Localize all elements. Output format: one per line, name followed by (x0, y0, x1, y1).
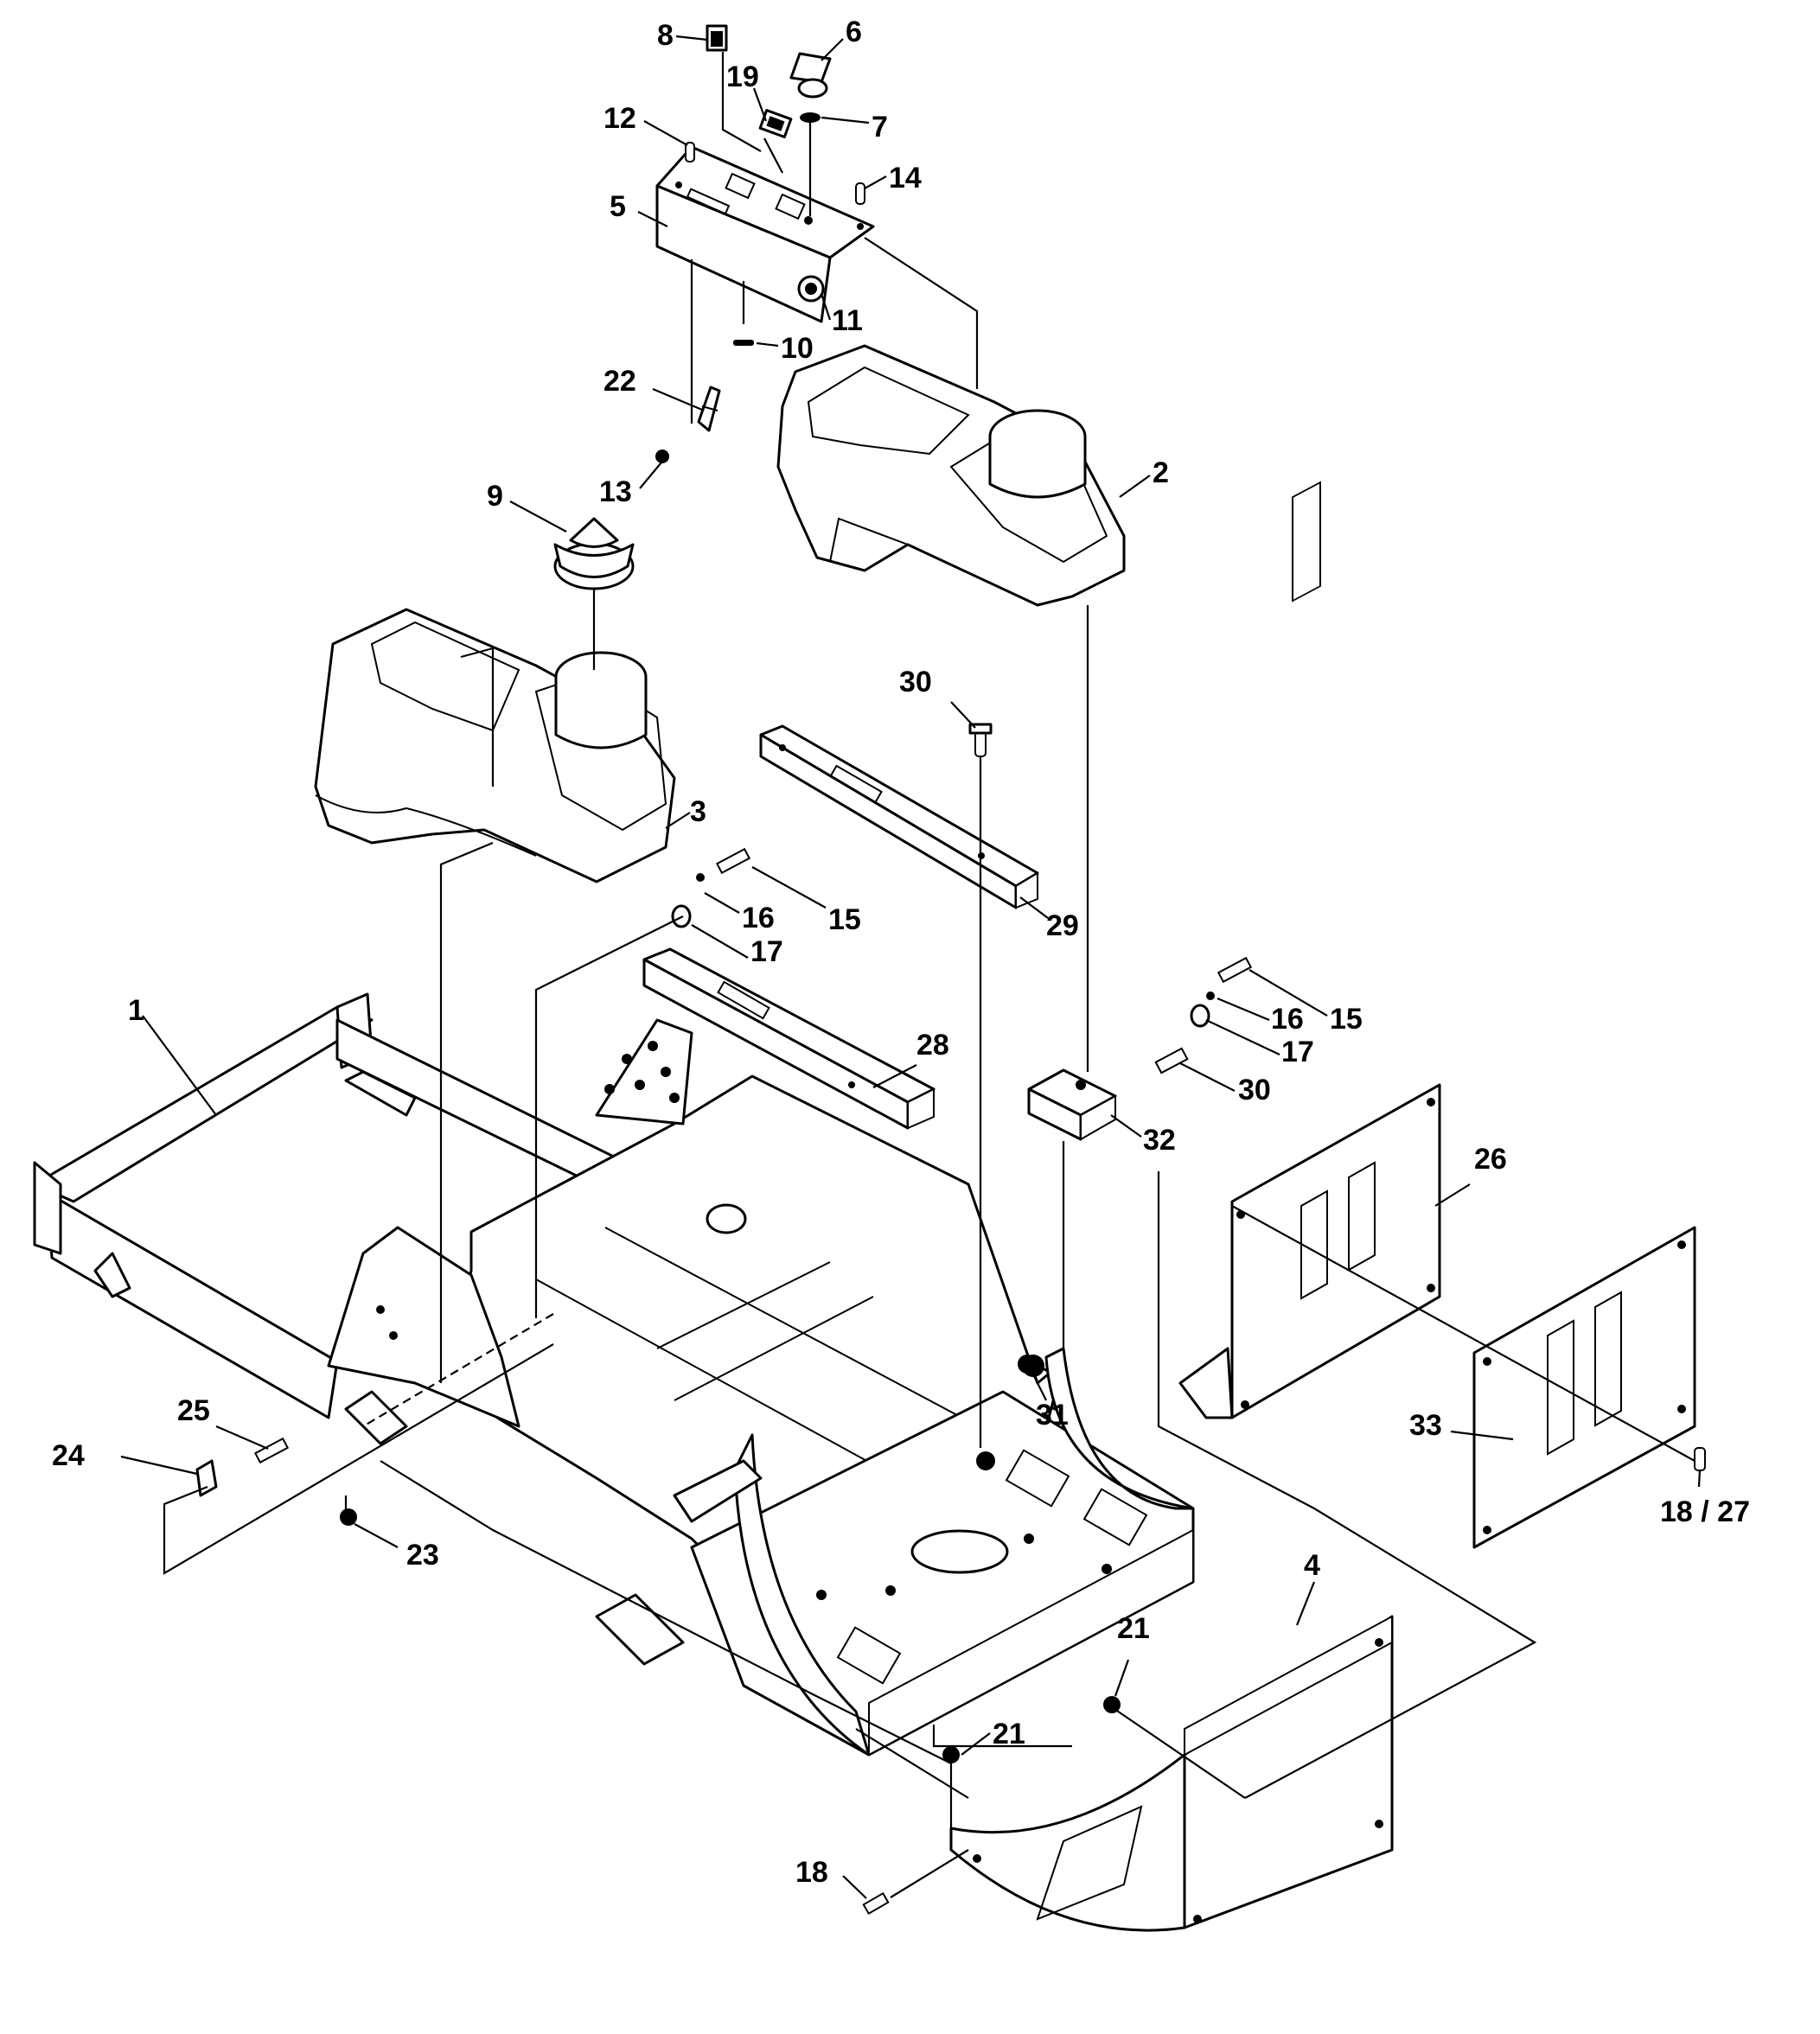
main-frame-1 (33, 992, 1195, 1757)
front-shroud-4 (949, 1615, 1394, 1932)
callout-4: 4 (1304, 1549, 1320, 1582)
callout-2: 2 (1153, 456, 1169, 489)
callout-leaders (120, 35, 1702, 1899)
screw-18-front (862, 1891, 890, 1916)
callout-10: 10 (781, 332, 814, 365)
callout-24: 24 (52, 1439, 85, 1472)
screw-14 (855, 182, 865, 205)
bolt-30-right (1154, 1047, 1189, 1074)
bolt-25 (253, 1437, 290, 1464)
callout-14: 14 (889, 162, 922, 194)
fuel-tank-3 (314, 608, 676, 883)
bolt-15-left (696, 847, 751, 882)
switch-19 (758, 109, 793, 138)
grommet-11 (797, 275, 825, 303)
panel-33 (1472, 1226, 1696, 1549)
callout-30-top: 30 (899, 666, 932, 698)
callout-18-27: 18 / 27 (1660, 1495, 1750, 1528)
callout-1: 1 (128, 994, 144, 1027)
callout-13: 13 (599, 475, 632, 508)
callout-15-right: 15 (1330, 1003, 1363, 1036)
callout-3: 3 (690, 795, 706, 828)
callout-16-left: 16 (742, 902, 775, 934)
clip-24 (195, 1459, 218, 1497)
assembly-lines (163, 52, 1695, 1898)
screw-12 (685, 142, 695, 163)
fuel-cap-9 (553, 517, 635, 590)
seat-rail-28 (642, 947, 936, 1130)
bolt-30-top (968, 723, 993, 757)
nut-23 (340, 1508, 357, 1526)
callout-7: 7 (872, 111, 888, 143)
callout-6: 6 (846, 16, 862, 48)
washer-17-right (1190, 1004, 1210, 1028)
callout-32: 32 (1143, 1124, 1176, 1157)
bolt-15-right (1206, 956, 1253, 1000)
callout-9: 9 (487, 480, 503, 513)
callout-21-right: 21 (1117, 1612, 1150, 1645)
callout-17-left: 17 (750, 935, 783, 968)
callout-11: 11 (832, 304, 863, 337)
callout-33: 33 (1409, 1409, 1442, 1442)
callout-31: 31 (1036, 1399, 1069, 1431)
screw-18-27 (1694, 1447, 1706, 1471)
callout-25: 25 (177, 1394, 210, 1427)
nut-21-right (1103, 1696, 1121, 1713)
callout-18-front: 18 (795, 1856, 828, 1889)
nut-21-front (942, 1746, 960, 1763)
callout-21-front: 21 (993, 1718, 1025, 1750)
washer-7 (800, 112, 821, 123)
nut-31 (1018, 1355, 1037, 1374)
callout-17-right: 17 (1281, 1036, 1314, 1068)
control-panel-5 (655, 145, 875, 323)
callout-labels: 8 6 19 7 12 14 5 11 10 22 13 9 2 3 30 29… (52, 16, 1750, 1889)
key-switch-6 (789, 52, 832, 99)
callout-15-left: 15 (828, 903, 861, 936)
switch-8 (706, 24, 728, 52)
callout-19: 19 (726, 61, 759, 93)
callout-29: 29 (1046, 909, 1079, 942)
callout-12: 12 (603, 102, 636, 135)
callout-30-right: 30 (1238, 1074, 1271, 1106)
fuel-tank-2 (776, 344, 1126, 607)
panel-26 (1178, 481, 1441, 1419)
callout-8: 8 (657, 19, 674, 52)
callout-26: 26 (1474, 1143, 1507, 1176)
callout-28: 28 (916, 1029, 949, 1062)
seat-rail-29 (759, 724, 1039, 909)
harness-22 (697, 386, 721, 432)
nut-13 (655, 450, 669, 463)
callout-5: 5 (610, 190, 626, 223)
callout-16-right: 16 (1271, 1003, 1304, 1036)
callout-23: 23 (406, 1539, 439, 1572)
bracket-32 (1027, 1068, 1117, 1141)
callout-22: 22 (603, 365, 636, 398)
clip-10 (733, 340, 754, 346)
